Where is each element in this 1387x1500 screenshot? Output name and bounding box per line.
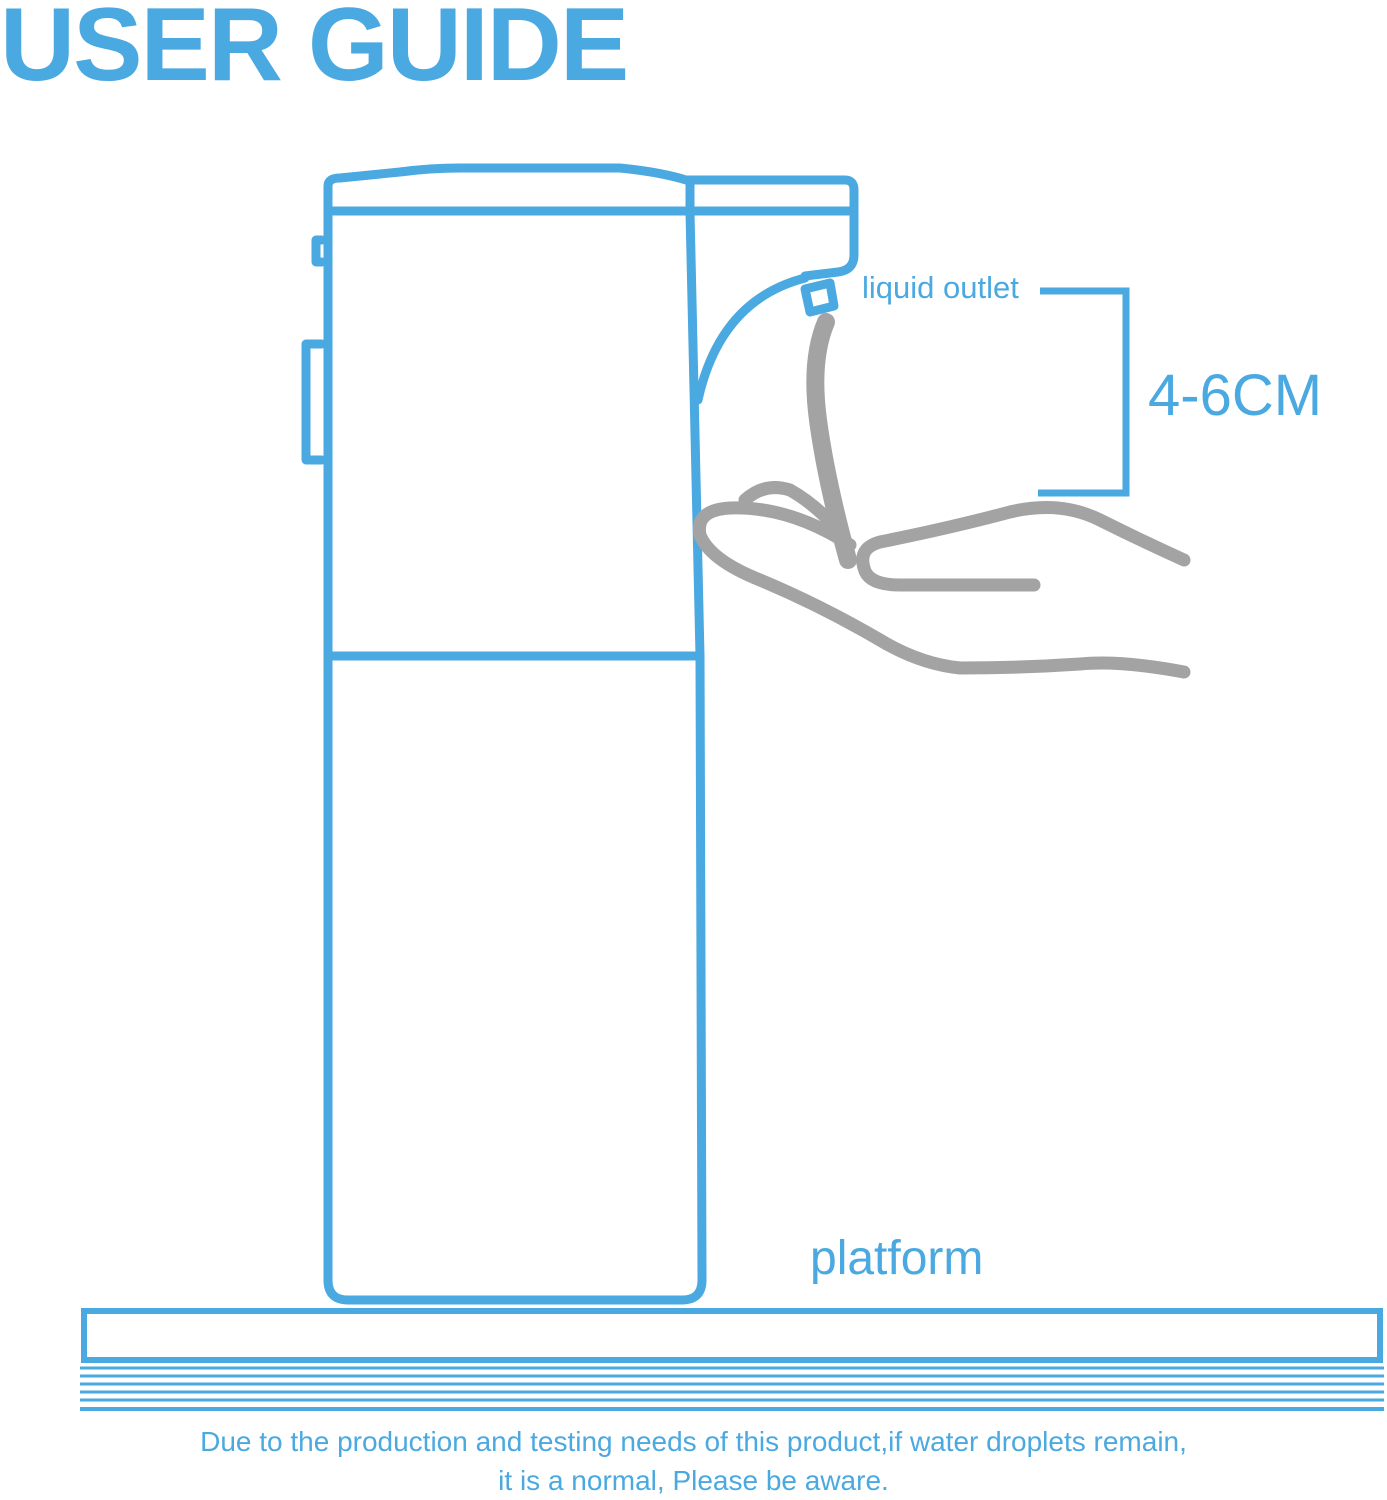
distance-bracket	[1038, 287, 1130, 497]
footnote-line-2: it is a normal, Please be aware.	[498, 1465, 889, 1496]
distance-label: 4-6CM	[1148, 363, 1323, 428]
platform-label: platform	[810, 1232, 984, 1285]
dispenser-icon	[301, 163, 859, 1305]
platform-icon	[80, 1308, 1384, 1411]
hand-icon	[692, 481, 1191, 679]
footnote-line-1: Due to the production and testing needs …	[200, 1426, 1187, 1457]
liquid-icon	[806, 313, 857, 569]
liquid-outlet-label: liquid outlet	[862, 270, 1019, 305]
page-title: USER GUIDE	[0, 0, 629, 103]
